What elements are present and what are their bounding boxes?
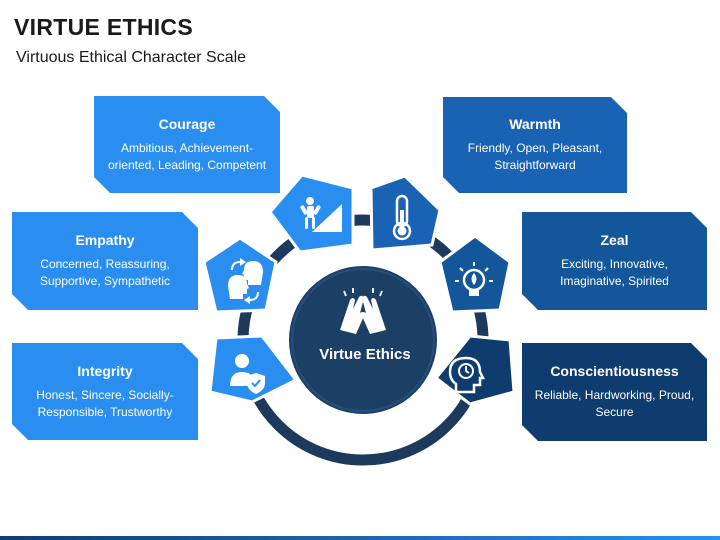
page-title: VIRTUE ETHICS [14,14,193,40]
card-zeal: Zeal Exciting, Innovative, Imaginative, … [522,212,707,310]
card-description: Honest, Sincere, Socially-Responsible, T… [36,387,174,419]
tile-zeal [438,234,512,314]
card-description: Friendly, Open, Pleasant, Straightforwar… [467,141,603,172]
card-description: Ambitious, Achievement-oriented, Leading… [107,140,267,172]
footer-bar [0,536,720,540]
tile-integrity [208,334,299,404]
card-heading: Warmth [509,116,561,132]
tile-warmth [369,174,442,252]
card-heading: Conscientiousness [550,363,679,379]
card-heading: Courage [158,115,216,132]
bulb-flame-icon [455,262,493,296]
card-warmth: Warmth Friendly, Open, Pleasant, Straigh… [443,97,627,193]
card-description: Concerned, Reassuring, Supportive, Sympa… [39,257,171,288]
card-heading: Integrity [77,362,133,379]
center-label: Virtue Ethics [319,346,411,363]
card-description: Reliable, Hardworking, Proud, Secure [534,388,695,419]
center-circle [283,260,443,420]
card-heading: Empathy [75,232,135,248]
thermometer-icon [392,194,412,241]
tile-empathy [202,236,278,314]
card-courage: Courage Ambitious, Achievement-oriented,… [94,96,280,193]
card-conscientiousness: Conscientiousness Reliable, Hardworking,… [522,343,707,441]
card-heading: Zeal [600,232,629,248]
card-empathy: Empathy Concerned, Reassuring, Supportiv… [12,212,198,310]
tile-courage [268,173,355,254]
raised-hands-icon [340,288,386,334]
user-shield-icon [230,354,265,394]
climber-icon [300,197,342,232]
card-description: Exciting, Innovative, Imaginative, Spiri… [560,257,669,288]
page-subtitle: Virtuous Ethical Character Scale [16,49,247,66]
card-integrity: Integrity Honest, Sincere, Socially-Resp… [12,343,198,440]
exchange-heads-icon [228,258,263,304]
tile-conscientiousness [433,334,516,406]
head-clock-icon [448,356,486,394]
